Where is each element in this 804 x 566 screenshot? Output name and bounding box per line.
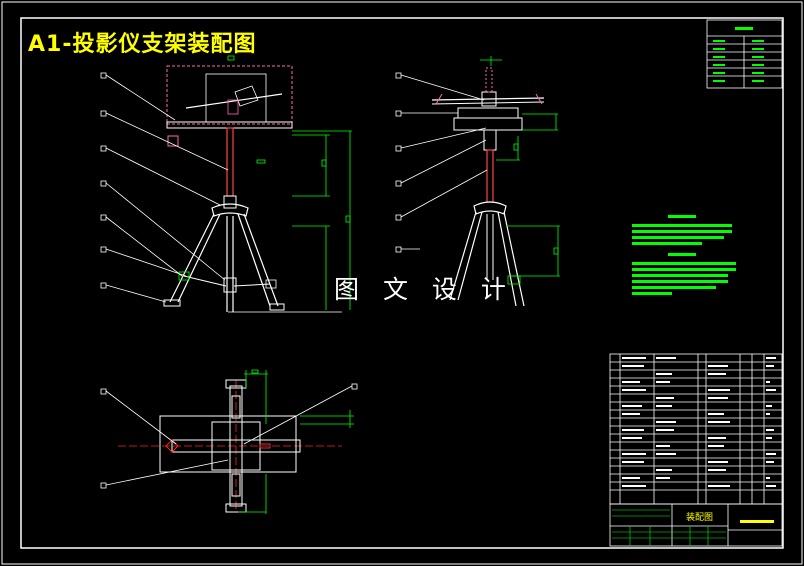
top-callouts <box>100 383 358 489</box>
bom-cell-mark <box>766 461 774 463</box>
title-block-name: 装配图 <box>686 513 714 523</box>
bom-cell-mark <box>622 437 642 439</box>
side-dimensions <box>480 56 560 277</box>
bom-cell-mark <box>708 389 730 391</box>
bom-cell-mark <box>708 485 730 487</box>
title-block-marks <box>740 520 774 523</box>
bom-cell-mark <box>766 429 774 431</box>
bom-cell-mark <box>766 381 770 383</box>
bom-cell-mark <box>622 389 646 391</box>
revision-table-marks <box>713 27 764 82</box>
inner-frame <box>20 17 784 549</box>
top-view <box>118 379 342 513</box>
bom-cell-mark <box>622 381 640 383</box>
title-block-grid <box>612 509 726 546</box>
parts-list <box>609 353 783 505</box>
bom-cell-mark <box>622 413 640 415</box>
parts-list-text <box>622 357 776 487</box>
drawing-title: A1-投影仪支架装配图 <box>28 32 257 57</box>
bom-cell-mark <box>622 453 646 455</box>
bom-cell-mark <box>766 357 776 359</box>
bom-cell-mark <box>656 445 670 447</box>
technical-notes <box>632 215 736 295</box>
bom-cell-mark <box>622 429 644 431</box>
top-dimensions <box>238 369 354 514</box>
front-view <box>163 65 342 313</box>
bom-cell-mark <box>656 429 674 431</box>
bom-cell-mark <box>708 461 728 463</box>
front-dimensions <box>227 55 352 310</box>
bom-cell-mark <box>708 413 724 415</box>
revision-table <box>706 19 783 89</box>
bom-cell-mark <box>622 357 646 359</box>
bom-cell-mark <box>656 477 670 479</box>
bom-cell-mark <box>766 485 776 487</box>
title-block <box>609 503 783 547</box>
bom-cell-mark <box>622 405 642 407</box>
front-callouts <box>100 72 229 303</box>
bom-cell-mark <box>708 373 726 375</box>
bom-cell-mark <box>708 397 728 399</box>
bom-cell-mark <box>766 453 776 455</box>
bom-cell-mark <box>708 437 726 439</box>
side-vertical-tube <box>486 149 494 203</box>
bom-cell-mark <box>656 357 676 359</box>
bom-cell-mark <box>622 461 644 463</box>
bom-cell-mark <box>708 445 724 447</box>
bom-cell-mark <box>656 421 676 423</box>
bom-cell-mark <box>708 421 730 423</box>
bom-cell-mark <box>656 405 672 407</box>
bom-cell-mark <box>656 373 672 375</box>
bom-cell-mark <box>656 453 676 455</box>
bom-cell-mark <box>656 381 670 383</box>
side-view <box>431 67 545 307</box>
bom-cell-mark <box>766 389 776 391</box>
bom-cell-mark <box>622 365 644 367</box>
bom-cell-mark <box>766 405 772 407</box>
bom-cell-mark <box>656 469 672 471</box>
bom-cell-mark <box>766 413 770 415</box>
bom-cell-mark <box>656 397 674 399</box>
bom-cell-mark <box>708 365 728 367</box>
watermark-text: 图 文 设 计 <box>334 275 514 304</box>
bom-cell-mark <box>766 477 770 479</box>
bom-cell-mark <box>766 437 772 439</box>
vertical-tube <box>226 127 234 197</box>
bom-cell-mark <box>622 477 640 479</box>
projector-box <box>166 65 293 125</box>
side-callouts <box>395 72 488 253</box>
bom-cell-mark <box>708 469 726 471</box>
bom-cell-mark <box>766 365 774 367</box>
bom-cell-mark <box>622 485 646 487</box>
